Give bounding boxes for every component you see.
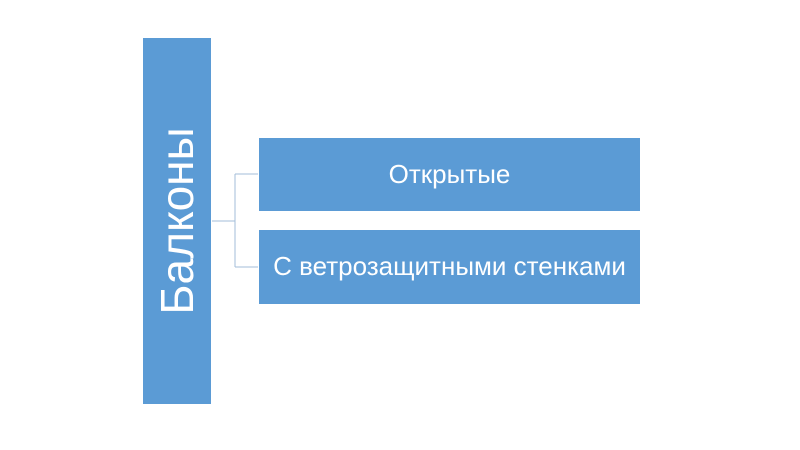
root-node: Балконы <box>142 37 212 405</box>
child-node-open-label: Открытые <box>388 158 511 189</box>
child-node-open: Открытые <box>258 137 641 212</box>
child-node-windshield: С ветрозащитными стенками <box>258 229 641 305</box>
child-node-windshield-label: С ветрозащитными стенками <box>273 251 626 282</box>
root-node-label: Балконы <box>151 127 203 315</box>
